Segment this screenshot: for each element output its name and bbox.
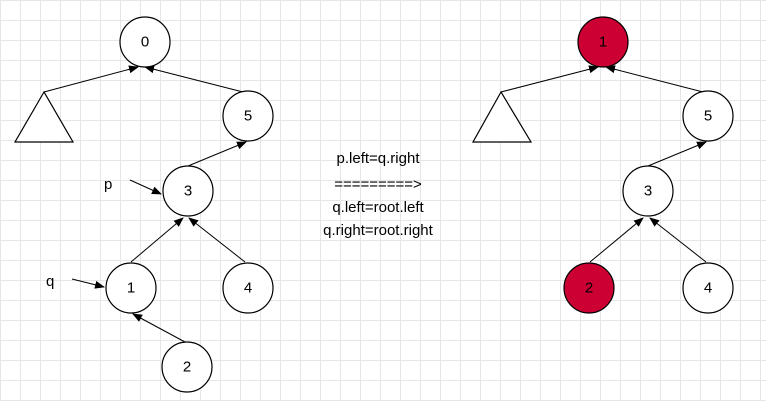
left-node-4-label: 4 — [244, 280, 252, 297]
left-node-3-label: 3 — [184, 183, 192, 200]
right-subtree-triangle — [471, 90, 533, 143]
left-node-1-label: 1 — [127, 280, 135, 297]
right-node-4: 4 — [682, 262, 734, 314]
pointer-q-label: q — [46, 273, 54, 290]
left-node-5: 5 — [222, 90, 274, 142]
right-node-5: 5 — [682, 90, 734, 142]
left-tree: 0 5 3 1 4 2 p q — [13, 16, 274, 393]
left-node-0: 0 — [119, 16, 171, 68]
edge-5-to-0 — [144, 65, 244, 93]
right-node-4-label: 4 — [704, 280, 712, 297]
right-node-1: 1 — [577, 16, 629, 68]
left-node-2-label: 2 — [183, 359, 191, 376]
right-edge-subtree-to-1 — [500, 65, 599, 93]
edge-2-to-1 — [132, 313, 186, 343]
right-node-3-label: 3 — [644, 183, 652, 200]
right-edge-2-to-3 — [589, 217, 644, 263]
right-tree: 1 5 3 2 4 — [471, 16, 734, 314]
pointer-p-label: p — [104, 176, 112, 193]
left-node-1: 1 — [105, 262, 157, 314]
operation-arrow-line: =========> — [334, 176, 422, 193]
right-node-2: 2 — [563, 262, 615, 314]
left-node-3: 3 — [162, 165, 214, 217]
right-edge-5-to-1 — [605, 65, 704, 93]
pointer-p-arrow — [129, 179, 162, 195]
left-node-2: 2 — [161, 341, 213, 393]
right-node-5-label: 5 — [704, 108, 712, 125]
right-edge-4-to-3 — [649, 217, 707, 263]
operation-line-1: p.left=q.right — [337, 150, 421, 167]
left-node-0-label: 0 — [141, 34, 149, 51]
operation-text: p.left=q.right =========> q.left=root.le… — [323, 150, 433, 239]
right-node-1-label: 1 — [599, 34, 607, 51]
edge-1-to-3 — [130, 217, 184, 263]
left-subtree-triangle — [13, 90, 75, 143]
edge-4-to-3 — [188, 217, 246, 263]
left-node-4: 4 — [222, 262, 274, 314]
right-edge-3-to-5 — [647, 141, 707, 167]
right-node-2-label: 2 — [585, 280, 593, 297]
right-node-3: 3 — [622, 165, 674, 217]
edge-subtree-to-0 — [43, 65, 139, 93]
pointer-q-arrow — [71, 278, 105, 289]
left-node-5-label: 5 — [244, 108, 252, 125]
operation-line-3: q.left=root.left — [332, 199, 424, 216]
operation-line-4: q.right=root.right — [323, 222, 433, 239]
edge-3-to-5 — [187, 141, 247, 167]
